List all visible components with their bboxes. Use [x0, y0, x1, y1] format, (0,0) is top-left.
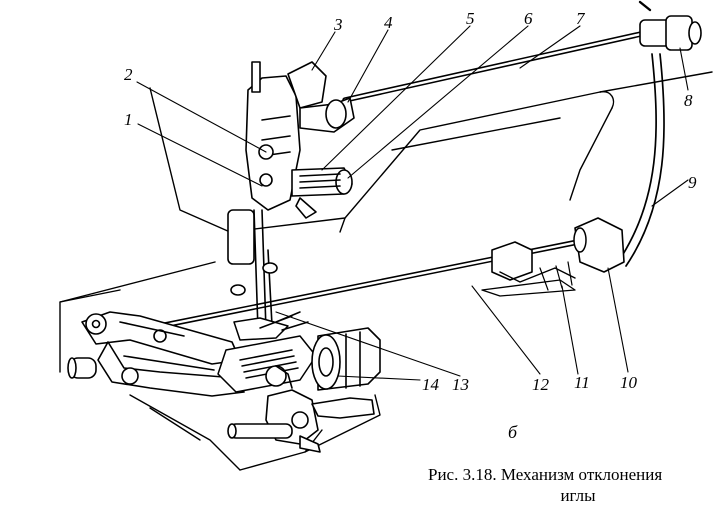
figure-caption: Рис. 3.18. Механизм отклонения иглы	[428, 464, 714, 506]
part-label-9: 9	[688, 173, 697, 192]
lower-shaft	[147, 217, 625, 331]
part-label-2: 2	[124, 65, 133, 84]
part-label-14: 14	[422, 375, 440, 394]
feed-lever-assembly	[67, 311, 245, 397]
part-label-13: 13	[452, 375, 469, 394]
part-label-4: 4	[384, 13, 393, 32]
part-label-7: 7	[576, 9, 586, 28]
leader-lines	[136, 25, 689, 381]
part-label-1: 1	[124, 110, 133, 129]
vertical-belt	[617, 53, 665, 267]
needle-bar-head	[245, 61, 355, 219]
part-label-6: 6	[524, 9, 533, 28]
part-label-12: 12	[532, 375, 550, 394]
part-labels: 1 2 3 4 5 6 7 8 9 10 11 12 13 14 б	[124, 9, 697, 442]
sub-figure-label: б	[508, 422, 518, 442]
part-label-5: 5	[466, 9, 475, 28]
throat-plate	[217, 311, 317, 393]
machine-body-outline	[59, 71, 713, 471]
hook-cylinder	[311, 327, 381, 391]
upper-main-shaft	[342, 0, 702, 103]
part-label-3: 3	[333, 15, 343, 34]
part-label-11: 11	[574, 373, 590, 392]
lower-front-parts	[227, 365, 375, 453]
needle-bar	[227, 209, 278, 331]
part-label-10: 10	[620, 373, 638, 392]
caption-line-1: Рис. 3.18. Механизм отклонения	[428, 465, 663, 484]
part-label-8: 8	[684, 91, 693, 110]
caption-line-2: иглы	[560, 486, 596, 505]
